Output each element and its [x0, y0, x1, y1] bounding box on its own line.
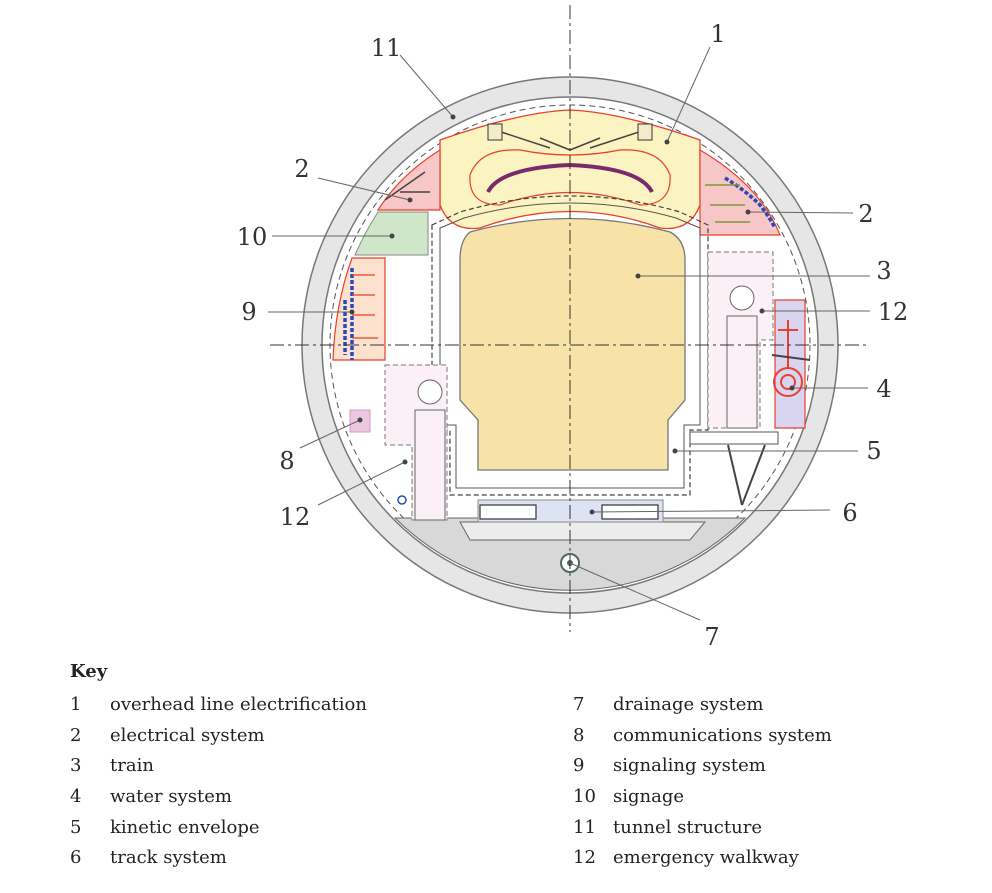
callout-electrical-right: 2 [858, 200, 873, 228]
leader-dots [349, 114, 795, 515]
callout-track: 6 [842, 499, 857, 527]
key-number: 4 [70, 786, 82, 808]
catenary-bracket-right [637, 123, 653, 141]
walkway-left-figure-head [417, 379, 443, 405]
key-row: 9 signaling system [573, 755, 832, 786]
leader-lines [268, 46, 870, 621]
key-row: 10 signage [573, 786, 832, 817]
water-zone [774, 299, 806, 429]
tunnel-cross-section-diagram: 1 2 2 3 4 5 6 7 8 9 10 11 12 12 [237, 5, 909, 651]
key-number: 12 [573, 847, 596, 869]
key-row: 3 train [70, 755, 367, 786]
key-label: water system [110, 786, 232, 808]
legend-key: Key 1 overhead line electrification 2 elec… [70, 661, 950, 868]
callout-water: 4 [876, 375, 891, 403]
key-number: 6 [70, 847, 82, 869]
key-number: 9 [573, 755, 585, 777]
key-row: 7 drainage system [573, 694, 832, 725]
water-main-core [780, 374, 796, 390]
walkway-left-figure-body [414, 409, 446, 521]
key-row: 6 track system [70, 847, 367, 878]
key-label: communications system [613, 724, 832, 746]
key-label: tunnel structure [613, 816, 762, 838]
walkway-right-strut [727, 444, 766, 506]
catenary-bracket-left [487, 123, 503, 141]
key-label: track system [110, 847, 227, 869]
key-number: 8 [573, 724, 585, 746]
signage-zone [354, 211, 429, 256]
train-body [459, 217, 686, 471]
key-column-left: 1 overhead line electrification 2 electric… [70, 694, 367, 878]
key-number: 3 [70, 755, 82, 777]
walkway-right-figure-body [726, 315, 758, 429]
invert-floor [459, 521, 707, 541]
callout-train: 3 [876, 257, 891, 285]
catenary-contour [469, 149, 671, 206]
key-number: 7 [573, 694, 585, 715]
water-riser [778, 320, 798, 368]
key-label: emergency walkway [613, 847, 799, 869]
key-row: 2 electrical system [70, 725, 367, 756]
callout-drainage: 7 [704, 623, 719, 651]
cable-brackets-right [705, 184, 750, 223]
key-label: drainage system [613, 694, 764, 715]
walkway-right-deck [689, 431, 779, 445]
key-row: 12 emergency walkway [573, 847, 832, 878]
cantilever-right [569, 129, 646, 151]
key-label: electrical system [110, 724, 265, 746]
callout-overhead-line: 1 [710, 20, 725, 48]
callout-tunnel-structure: 11 [371, 34, 402, 62]
key-row: 4 water system [70, 786, 367, 817]
key-number: 11 [573, 816, 596, 838]
callout-kinetic-envelope: 5 [866, 437, 881, 465]
kinetic-envelope [431, 195, 709, 496]
key-label: kinetic envelope [110, 816, 260, 838]
walkway-right-figure-head [729, 285, 755, 311]
rail-fastening-left [479, 504, 537, 520]
key-number: 10 [573, 786, 596, 808]
callout-walkway-right: 12 [878, 298, 909, 326]
signal-brackets [352, 274, 378, 339]
callout-signaling: 9 [241, 298, 256, 326]
water-support-bracket [771, 354, 811, 361]
key-label: signaling system [613, 755, 766, 777]
callout-walkway-left: 12 [280, 503, 311, 531]
cantilever-left [494, 129, 571, 151]
key-number: 5 [70, 816, 82, 838]
key-number: 1 [70, 694, 82, 715]
callout-signage: 10 [237, 223, 268, 251]
overhead-line-zone [439, 109, 701, 230]
key-row: 11 tunnel structure [573, 817, 832, 848]
key-row: 1 overhead line electrification [70, 694, 367, 725]
escape-marker-left [397, 495, 407, 505]
key-label: overhead line electrification [110, 694, 367, 715]
callout-electrical-left: 2 [294, 155, 309, 183]
key-row: 8 communications system [573, 725, 832, 756]
electrical-zone-left [376, 148, 441, 211]
callout-communications: 8 [279, 447, 294, 475]
electrical-zone-right [699, 148, 781, 236]
key-label: signage [613, 786, 685, 808]
key-title: Key [70, 661, 108, 682]
key-label: train [110, 755, 154, 777]
kinetic-envelope-outer [439, 202, 701, 489]
key-row: 5 kinetic envelope [70, 817, 367, 848]
key-number: 2 [70, 724, 82, 746]
